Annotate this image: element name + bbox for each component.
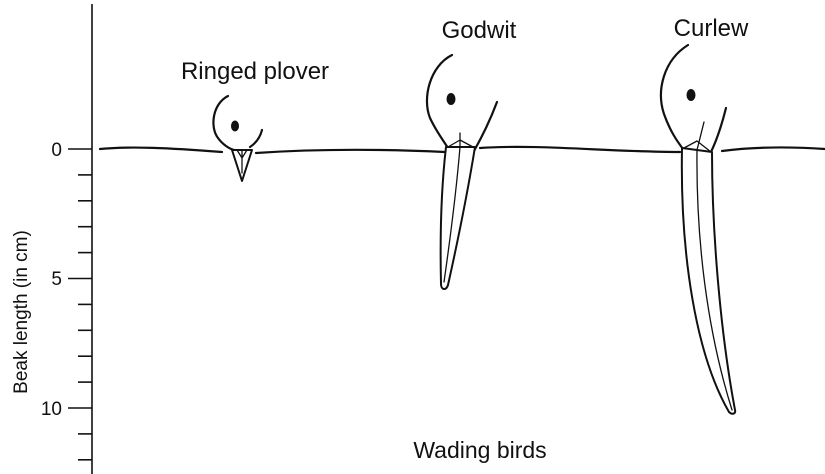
ringed-plover-label: Ringed plover [181, 58, 329, 85]
tick-label-5: 5 [51, 269, 62, 290]
curlew-drawing [660, 43, 737, 415]
curlew-label: Curlew [674, 15, 749, 42]
tick-label-0: 0 [51, 140, 62, 161]
ringed-plover-head [212, 94, 264, 152]
godwit-beak-line [443, 132, 474, 283]
godwit-drawing [425, 53, 499, 290]
godwit-label: Godwit [442, 17, 517, 44]
godwit-eye [446, 93, 456, 105]
axis-ticks [68, 148, 92, 461]
ringed-plover-eye [231, 120, 239, 132]
curlew-eye [686, 89, 696, 101]
caption: Wading birds [413, 437, 546, 463]
godwit-beak [439, 146, 476, 290]
curlew-head [660, 43, 728, 156]
mud-surface-line [98, 145, 825, 155]
godwit-head [425, 53, 499, 153]
ringed-plover-beak-line [236, 149, 248, 174]
ringed-plover-drawing [212, 94, 264, 182]
axis-title: Beak length (in cm) [11, 230, 32, 394]
curlew-beak [680, 147, 737, 415]
tick-label-10: 10 [41, 399, 62, 420]
curlew-beak-line [683, 121, 733, 411]
